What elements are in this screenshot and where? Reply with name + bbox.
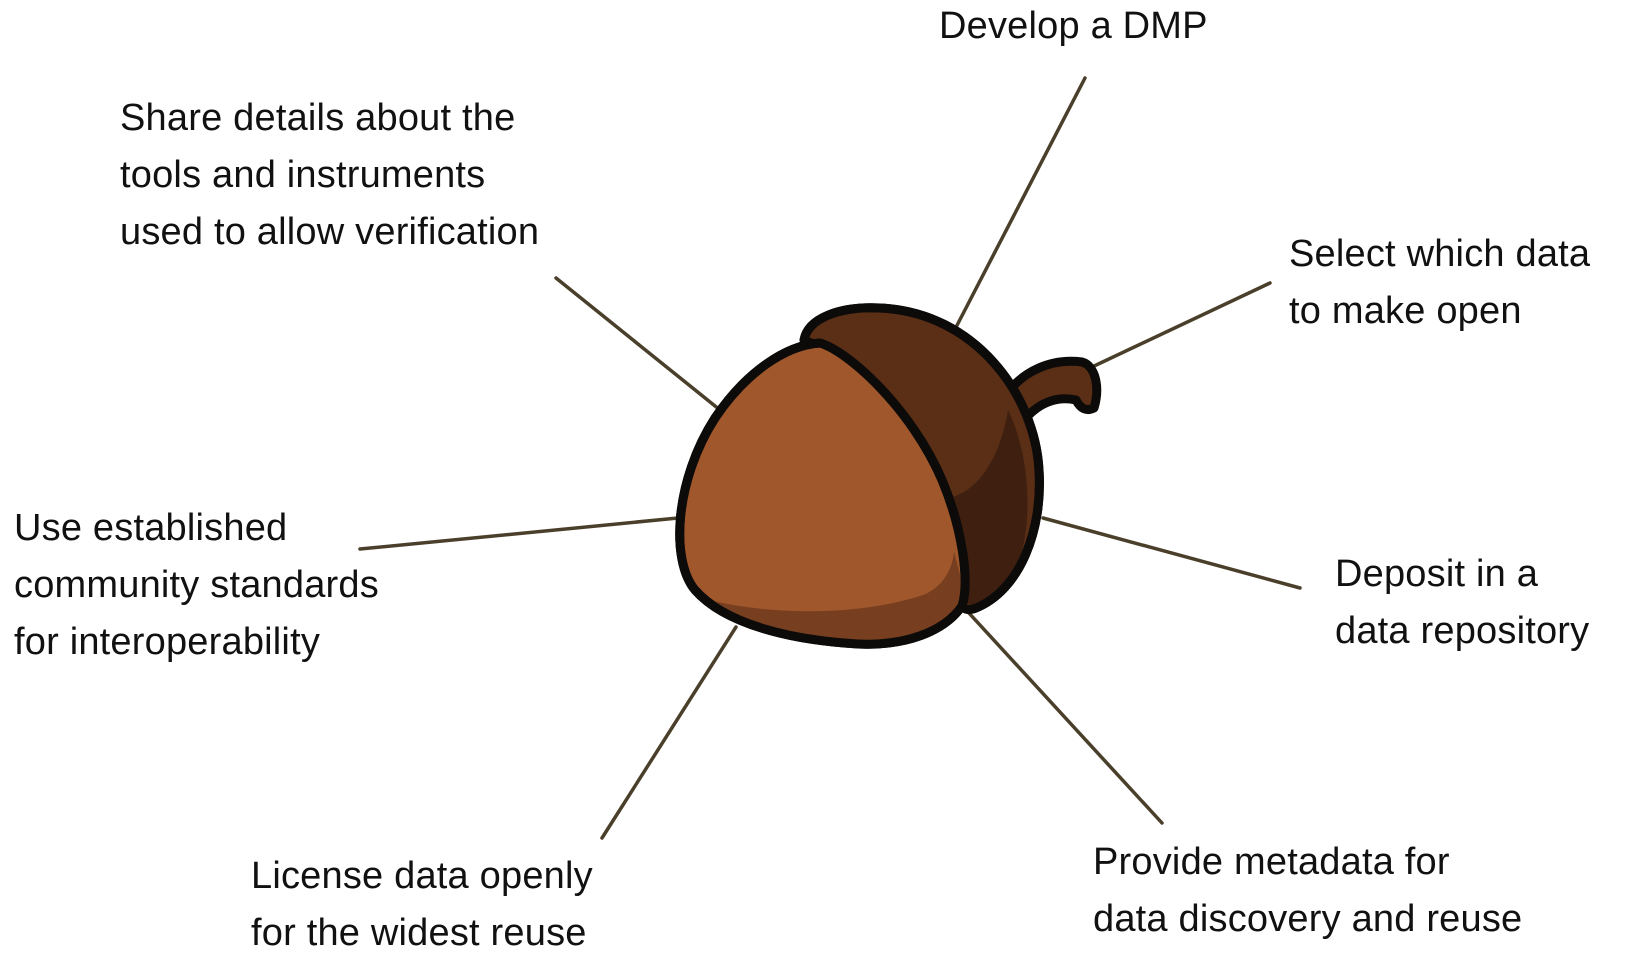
step-label-share-tools: Share details about the tools and instrum… [120,90,539,261]
step-label-line: for the widest reuse [251,912,587,954]
connector-select-data [1090,281,1272,369]
step-label-line: Develop a DMP [939,5,1208,47]
acorn-stem [1001,356,1102,423]
acorn-nut-outline [675,338,970,649]
step-label-select-data: Select which data to make open [1289,226,1590,340]
connector-develop-dmp [950,76,1087,337]
connector-standards [358,516,680,551]
step-label-line: community standards [14,564,379,606]
step-label-line: to make open [1289,290,1522,332]
connector-share-tools [554,276,722,412]
step-label-license: License data openly for the widest reuse [251,848,593,962]
step-label-deposit: Deposit in a data repository [1335,546,1589,660]
step-label-metadata: Provide metadata for data discovery and r… [1093,834,1522,948]
connector-lines [358,76,1302,840]
step-label-line: data repository [1335,610,1590,652]
step-label-line: Deposit in a [1335,553,1539,595]
step-label-line: Provide metadata for [1093,841,1450,883]
step-label-line: tools and instruments [120,154,486,196]
step-label-line: data discovery and reuse [1093,898,1523,940]
step-label-line: Share details about the [120,97,516,139]
step-label-standards: Use established community standards for in… [14,500,379,671]
acorn-icon [675,303,1102,649]
step-label-line: used to allow verification [120,211,540,253]
connector-deposit [1041,516,1302,590]
step-label-line: Use established [14,507,288,549]
step-label-develop-dmp: Develop a DMP [939,0,1208,55]
connector-license [600,625,738,840]
step-label-line: Select which data [1289,233,1591,275]
step-label-line: License data openly [251,855,593,897]
step-label-line: for interoperability [14,621,321,663]
acorn-nut-shadow [701,552,964,645]
connector-metadata [966,610,1164,825]
